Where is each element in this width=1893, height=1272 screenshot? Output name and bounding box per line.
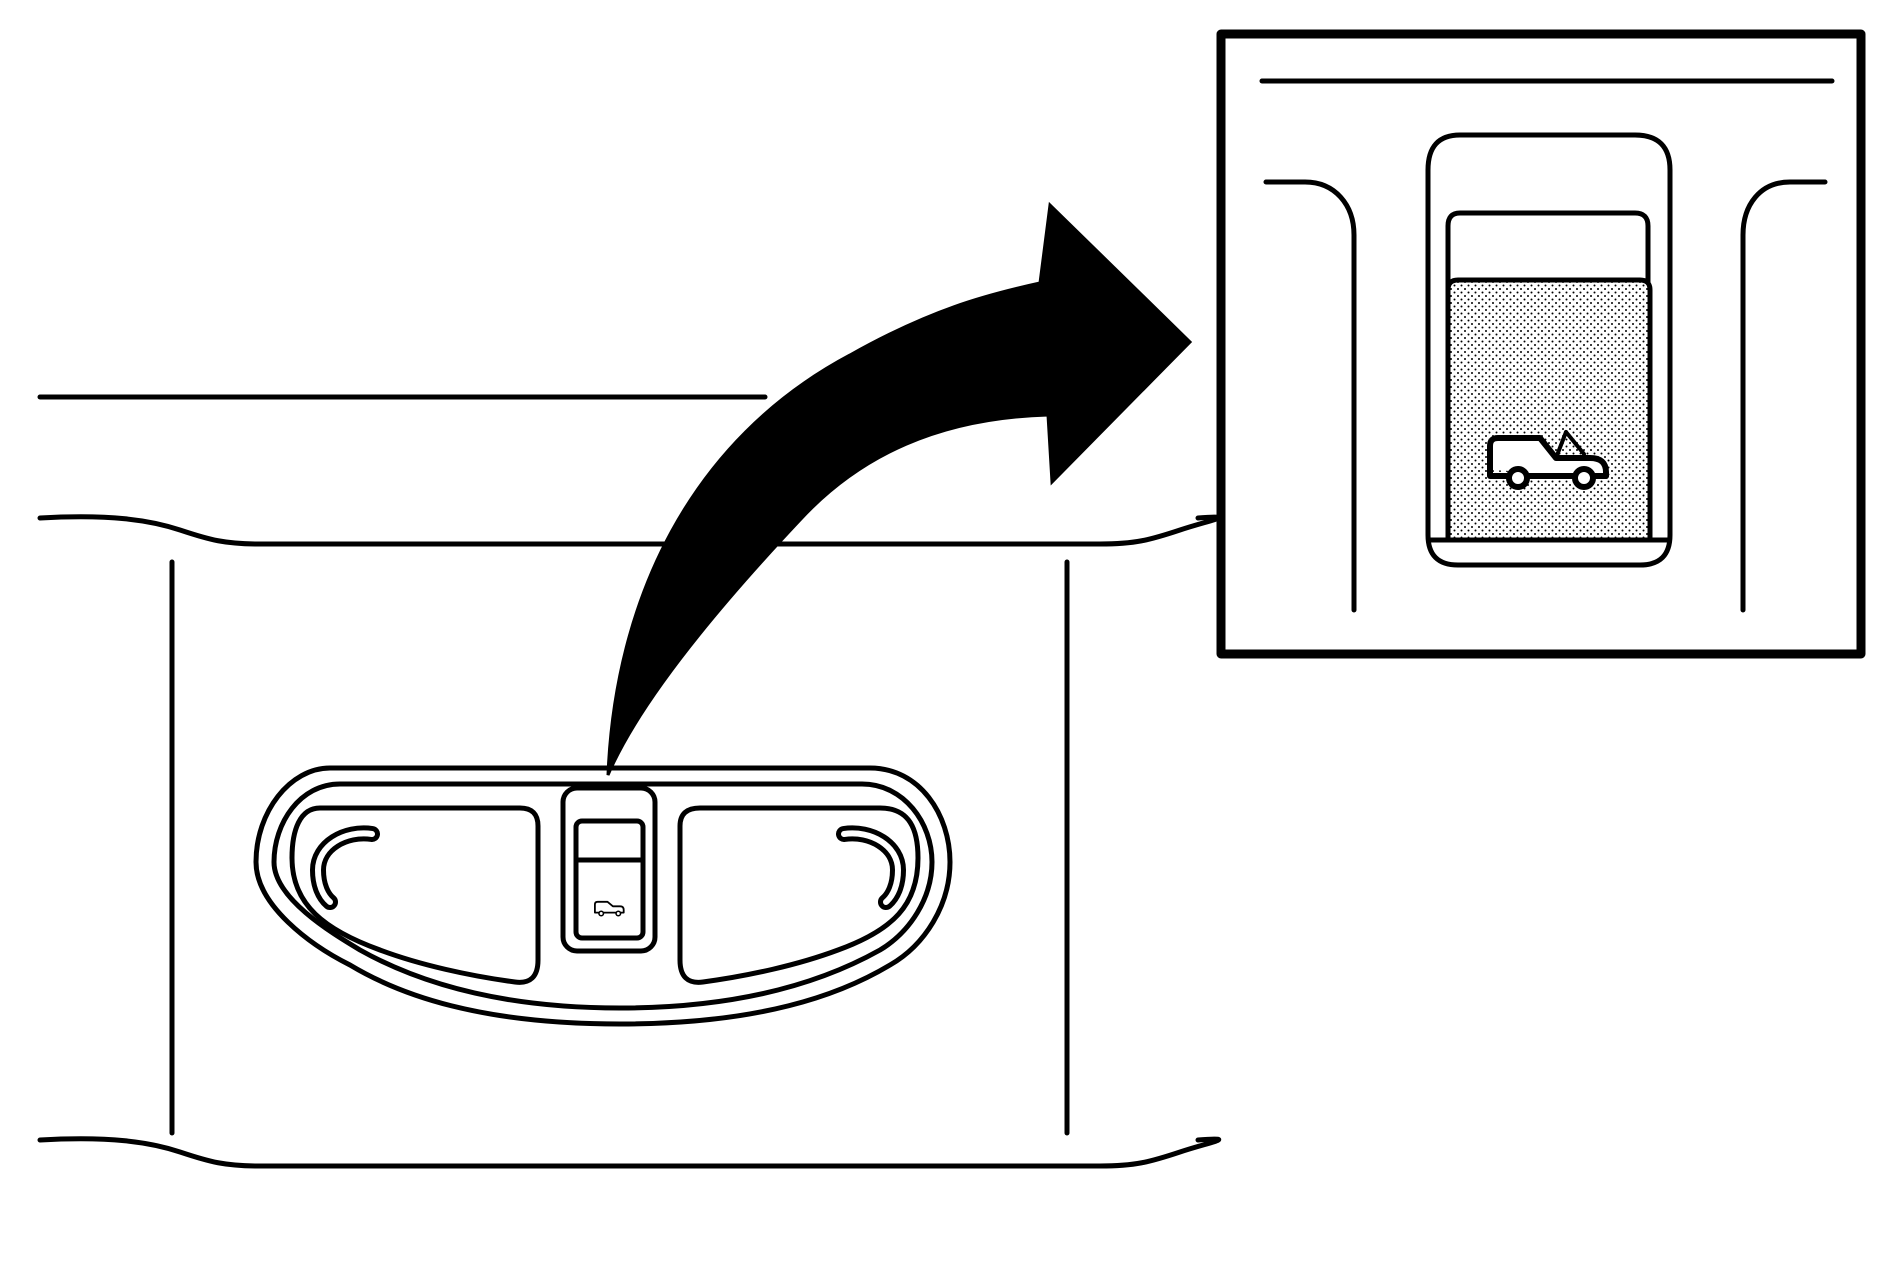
headliner-lower-wavy-edge [37,1136,1222,1169]
overhead-console [253,765,953,1027]
liftgate-release-switch[interactable] [560,785,658,954]
headliner-upper-wavy-edge [37,514,1222,547]
inset-frame [1216,29,1866,659]
inset-vehicle-liftgate-icon [1487,430,1609,490]
left-reading-lamp[interactable] [289,805,541,985]
switch-detail-inset [1216,29,1866,659]
inset-console-left-edge [1263,179,1357,613]
inset-switch-pressed-area [1445,277,1653,543]
console-outer-outline [253,765,953,1027]
switch-bezel [560,785,658,954]
inset-console-right-edge [1740,179,1828,613]
switch-rocker [573,818,646,941]
inset-switch-bezel [1425,132,1673,568]
console-inner-outline [271,781,935,1011]
curved-callout-arrow [606,201,1193,776]
vehicle-liftgate-icon [593,900,625,917]
right-reading-lamp[interactable] [677,805,921,985]
left-lamp-lens-mark [310,825,380,910]
right-lamp-lens-mark [836,825,906,910]
overhead-headliner [37,394,1222,1169]
